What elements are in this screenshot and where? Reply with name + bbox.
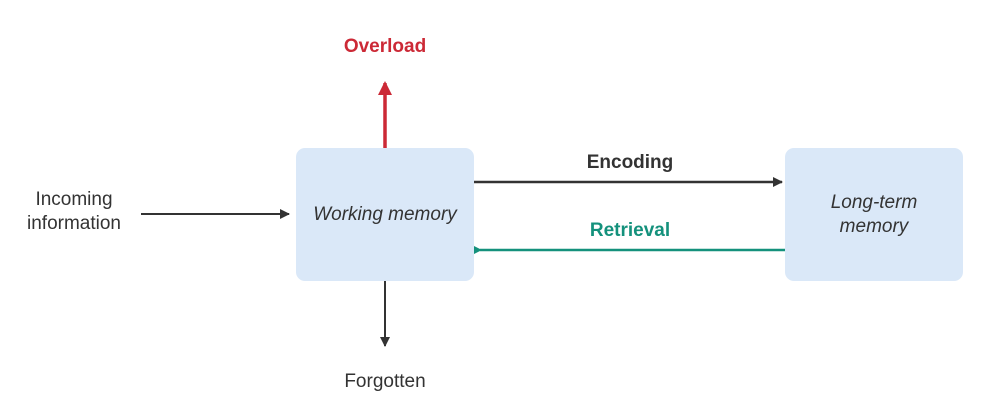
encoding-label: Encoding [586, 152, 674, 173]
working-memory-node: Working memory [296, 148, 474, 281]
long-term-memory-label-line1: Long-term [830, 191, 918, 213]
incoming-information-label: Incoming information [27, 189, 121, 234]
long-term-memory-node: Long-term memory [785, 148, 963, 281]
overload-label: Overload [343, 36, 427, 57]
retrieval-label: Retrieval [589, 220, 671, 241]
long-term-memory-label-line2: memory [839, 215, 909, 237]
working-memory-label: Working memory [313, 203, 457, 225]
forgotten-label: Forgotten [344, 371, 426, 392]
